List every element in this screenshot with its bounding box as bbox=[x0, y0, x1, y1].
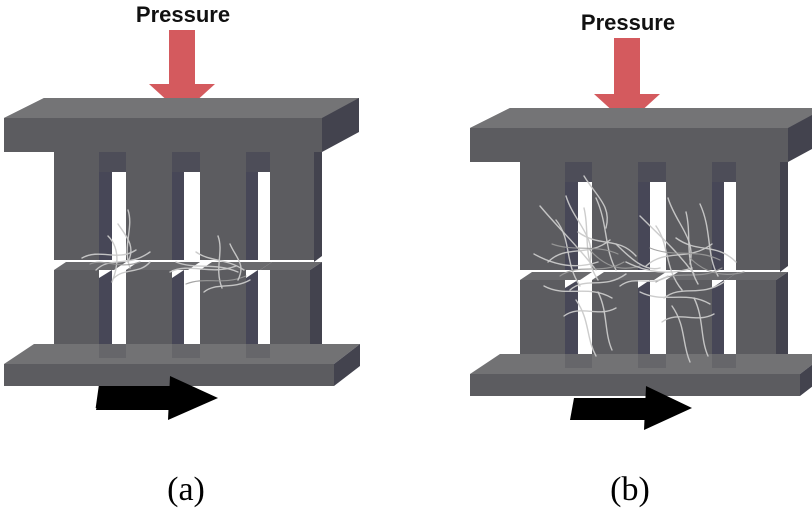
pressure-label-a: Pressure bbox=[136, 2, 230, 27]
fibers-dense bbox=[533, 175, 745, 363]
motion-arrow-right-icon-a bbox=[95, 376, 218, 420]
caption-a: (a) bbox=[167, 471, 205, 508]
comb-assembly-a bbox=[4, 98, 360, 386]
panel-b: Pressure bbox=[470, 10, 812, 508]
caption-b: (b) bbox=[610, 471, 650, 508]
panel-a: Pressure (a bbox=[4, 2, 360, 508]
comb-assembly-b bbox=[470, 108, 812, 396]
motion-arrow-right-icon-b bbox=[570, 386, 692, 430]
pressure-label-b: Pressure bbox=[581, 10, 675, 35]
fibers-sparse bbox=[81, 209, 251, 293]
